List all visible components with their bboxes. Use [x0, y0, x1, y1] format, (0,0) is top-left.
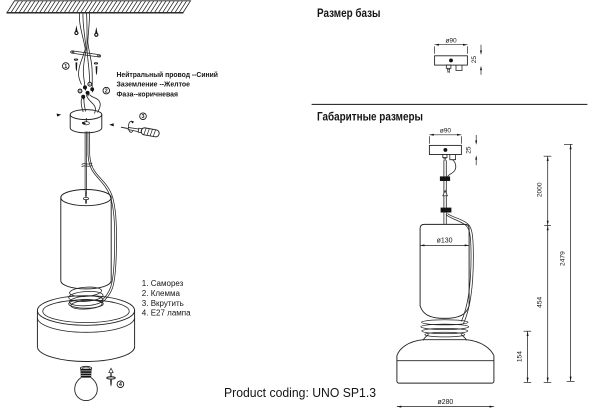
svg-text:2. Клемма: 2. Клемма	[142, 289, 181, 298]
svg-text:Нейтральный провод --Синий: Нейтральный провод --Синий	[117, 70, 219, 79]
svg-text:25: 25	[471, 56, 478, 64]
svg-text:2479: 2479	[559, 251, 566, 266]
svg-text:4. E27 лампа: 4. E27 лампа	[142, 309, 191, 318]
svg-text:3: 3	[142, 114, 145, 120]
svg-text:454: 454	[537, 296, 544, 307]
svg-text:ø90: ø90	[440, 128, 452, 135]
svg-text:4: 4	[119, 382, 122, 388]
svg-text:Фаза--коричневая: Фаза--коричневая	[117, 89, 179, 98]
svg-text:ø130: ø130	[437, 237, 453, 244]
svg-text:Габаритные размеры: Габаритные размеры	[317, 110, 423, 124]
svg-text:3. Вкрутить: 3. Вкрутить	[142, 299, 184, 308]
svg-text:Размер базы: Размер базы	[317, 6, 381, 20]
svg-text:ø90: ø90	[445, 38, 457, 45]
svg-text:1: 1	[64, 64, 67, 70]
svg-text:ø280: ø280	[438, 399, 454, 406]
svg-text:Заземление --Желтое: Заземление --Желтое	[117, 80, 191, 89]
svg-text:2000: 2000	[537, 182, 544, 197]
svg-text:154: 154	[517, 351, 524, 362]
svg-text:2: 2	[105, 89, 108, 95]
svg-text:1. Саморез: 1. Саморез	[142, 279, 184, 288]
svg-text:Product coding: UNO SP1.3: Product coding: UNO SP1.3	[224, 385, 376, 400]
svg-text:25: 25	[465, 146, 472, 154]
